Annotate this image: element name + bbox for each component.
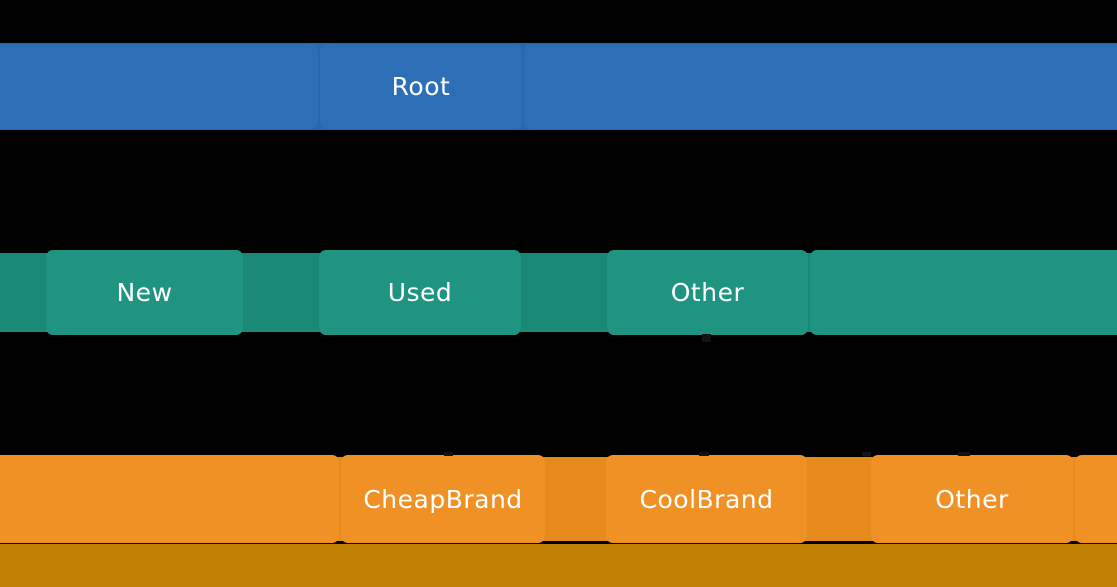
connector-mark [699, 452, 709, 456]
connector-mark [702, 334, 711, 342]
connector-mark [958, 452, 970, 456]
node-unlabeled-depth0 [0, 44, 318, 129]
node-new-depth1: New [46, 250, 243, 335]
node-root-depth0: Root [320, 44, 522, 129]
node-label: Root [391, 72, 451, 101]
node-unlabeled-depth0 [524, 44, 1117, 129]
node-other-depth2: Other [871, 455, 1073, 543]
node-label: Other [670, 278, 745, 307]
node-cheapbrand-depth2: CheapBrand [341, 455, 545, 543]
node-label: Other [935, 484, 1009, 514]
node-unlabeled-depth2 [0, 455, 339, 543]
node-label: CoolBrand [639, 484, 774, 514]
node-other-depth1: Other [607, 250, 808, 335]
node-unlabeled-depth1 [810, 250, 1117, 335]
connector-mark [444, 452, 453, 456]
node-unlabeled-depth2 [1075, 455, 1117, 543]
node-label: Used [387, 278, 453, 307]
node-used-depth1: Used [319, 250, 521, 335]
connector-mark [862, 452, 871, 456]
node-coolbrand-depth2: CoolBrand [606, 455, 807, 543]
partial-level-bar [0, 544, 1117, 587]
node-label: New [116, 278, 173, 307]
node-label: CheapBrand [363, 484, 523, 514]
